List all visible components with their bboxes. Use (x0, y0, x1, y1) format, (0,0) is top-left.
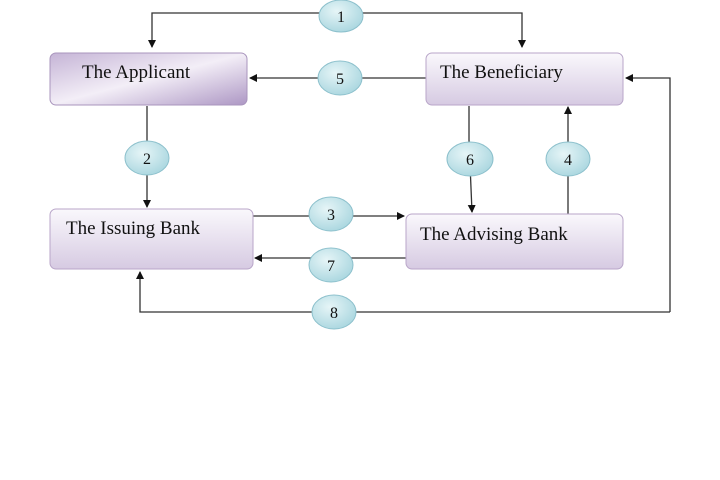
step-1: 1 (318, 0, 364, 33)
svg-text:6: 6 (466, 152, 474, 169)
arrow-6 (467, 106, 476, 213)
arrow-1 (148, 12, 341, 48)
step-6: 6 (446, 141, 494, 177)
node-label: The Beneficiary (440, 62, 563, 83)
node-issuing-bank: The Issuing Bank (49, 208, 254, 270)
step-4: 4 (545, 141, 591, 177)
arrow-1b (341, 12, 526, 48)
node-applicant: The Applicant (49, 52, 248, 106)
step-3: 3 (308, 196, 354, 232)
svg-text:4: 4 (564, 152, 572, 169)
step-7: 7 (308, 247, 354, 283)
arrow-8b (625, 74, 671, 312)
node-label: The Advising Bank (420, 224, 568, 245)
arrow-8 (136, 271, 670, 313)
svg-text:5: 5 (336, 71, 344, 88)
step-8: 8 (311, 294, 357, 330)
svg-text:8: 8 (330, 305, 338, 322)
node-advising-bank: The Advising Bank (405, 213, 624, 270)
svg-text:2: 2 (143, 151, 151, 168)
node-label: The Applicant (82, 62, 191, 83)
svg-text:7: 7 (327, 258, 335, 275)
node-beneficiary: The Beneficiary (425, 52, 624, 106)
svg-text:1: 1 (337, 9, 345, 26)
svg-text:3: 3 (327, 207, 335, 224)
step-2: 2 (124, 140, 170, 176)
node-label: The Issuing Bank (66, 218, 201, 239)
step-5: 5 (317, 60, 363, 96)
